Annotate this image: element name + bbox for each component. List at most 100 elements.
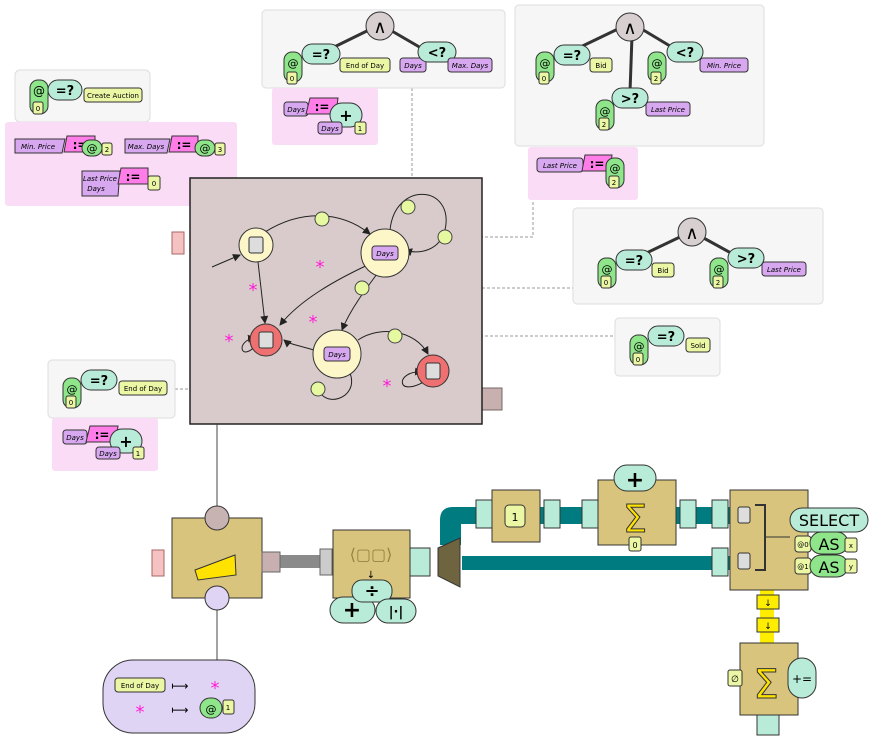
svg-text:SELECT: SELECT — [799, 511, 859, 530]
svg-text:Σ: Σ — [623, 497, 647, 541]
guard-bid-min-panel: ∧ @ 0 =? Bid @ 2 <? Min. Price @ 2 >? La… — [514, 4, 765, 147]
svg-text:↓: ↓ — [764, 622, 772, 632]
svg-text:⟼: ⟼ — [171, 703, 188, 717]
svg-text:+: + — [343, 598, 361, 623]
svg-text:0: 0 — [36, 105, 40, 113]
svg-text:*: * — [136, 702, 145, 723]
svg-text:+: + — [626, 468, 644, 493]
svg-text:1: 1 — [358, 125, 362, 133]
svg-text:Σ: Σ — [753, 662, 778, 708]
svg-text:=?: =? — [625, 254, 643, 269]
svg-text:0: 0 — [636, 356, 640, 364]
svg-text:|·|: |·| — [389, 605, 403, 620]
guard-end-of-day-left-panel: @ 0 =? End of Day — [47, 359, 176, 419]
svg-text:End of Day: End of Day — [346, 62, 384, 70]
svg-text:∧: ∧ — [623, 18, 636, 39]
svg-text:@: @ — [200, 142, 211, 155]
svg-text:*: * — [249, 280, 258, 301]
svg-text:Bid: Bid — [595, 62, 606, 70]
svg-text:2: 2 — [602, 121, 606, 129]
svg-text:∅: ∅ — [731, 675, 739, 685]
svg-text:2: 2 — [612, 179, 616, 187]
svg-text:Days: Days — [99, 450, 117, 458]
mapping-panel: End of Day ⟼ * * ⟼ @ 1 — [102, 659, 256, 734]
svg-text:2: 2 — [105, 146, 109, 154]
svg-text:=?: =? — [90, 374, 108, 389]
svg-text:Days: Days — [321, 125, 339, 133]
svg-text:=?: =? — [657, 330, 675, 345]
svg-text:Max. Days: Max. Days — [128, 143, 165, 151]
init-assignment-panel: Min. Price := @ 2 Max. Days := @ 3 Last … — [5, 122, 237, 206]
svg-text:y: y — [849, 563, 853, 571]
svg-text:@: @ — [540, 57, 551, 70]
svg-text:0: 0 — [290, 75, 294, 83]
update-days-left-panel: Days := + Days 1 — [52, 418, 158, 471]
svg-text::=: := — [177, 138, 192, 152]
update-days-panel: Days := + Days 1 — [272, 88, 378, 145]
svg-text:0: 0 — [604, 279, 608, 287]
svg-text:@: @ — [288, 57, 299, 70]
svg-text:AS: AS — [818, 558, 839, 577]
guard-sold-panel: @ 0 =? Sold — [614, 317, 721, 377]
create-auction-label: Create Auction — [87, 92, 139, 100]
svg-text:Sold: Sold — [690, 342, 705, 350]
svg-text:<?: <? — [428, 46, 446, 61]
svg-text:@: @ — [714, 263, 725, 276]
svg-text:x: x — [849, 542, 853, 550]
svg-text:Min. Price: Min. Price — [21, 143, 55, 151]
svg-text::=: := — [126, 170, 141, 184]
svg-text:>?: >? — [737, 252, 755, 267]
svg-text:*: * — [211, 678, 220, 699]
at-icon: @ — [33, 84, 45, 98]
pipeline: ⟨▢▢⟩ ↓ + ÷ |·| 1 + Σ 0 SELECT — [151, 464, 869, 736]
svg-text:⟼: ⟼ — [171, 679, 188, 693]
svg-text:*: * — [225, 331, 234, 352]
svg-text:∧: ∧ — [685, 223, 698, 244]
svg-text:↓: ↓ — [764, 599, 772, 609]
svg-text:Last Price: Last Price — [83, 175, 117, 183]
svg-text:0: 0 — [69, 399, 73, 407]
svg-text:÷: ÷ — [364, 581, 379, 602]
svg-text:1: 1 — [226, 704, 230, 712]
equals-test-icon: =? — [56, 84, 74, 99]
svg-text:Days: Days — [376, 250, 394, 258]
svg-text::=: := — [590, 157, 605, 171]
svg-text:AS: AS — [818, 535, 839, 554]
svg-text:0: 0 — [542, 75, 546, 83]
svg-text:Days: Days — [404, 62, 422, 70]
svg-text:End of Day: End of Day — [121, 682, 159, 690]
svg-text:*: * — [383, 376, 392, 397]
svg-text:End of Day: End of Day — [124, 385, 162, 393]
svg-text:@: @ — [652, 57, 663, 70]
guard-end-of-day-panel: ∧ @ 0 =? End of Day Days <? Max. Days — [261, 9, 506, 89]
svg-text:+: + — [119, 432, 132, 451]
svg-text:<?: <? — [676, 46, 694, 61]
svg-text:+: + — [339, 106, 352, 125]
set-last-price-panel: Last Price := @ 2 — [528, 147, 638, 200]
svg-text:Bid: Bid — [657, 267, 668, 275]
svg-text:*: * — [316, 257, 325, 278]
svg-text:Days: Days — [87, 185, 105, 193]
svg-text:=?: =? — [563, 49, 581, 64]
svg-text:@: @ — [634, 340, 645, 353]
svg-text:Max. Days: Max. Days — [452, 62, 489, 70]
svg-text:0: 0 — [632, 541, 637, 550]
svg-text:1: 1 — [512, 511, 519, 524]
svg-text:1: 1 — [136, 450, 140, 458]
svg-text:*: * — [309, 312, 318, 333]
svg-text:@: @ — [87, 142, 98, 155]
svg-text::=: := — [315, 100, 330, 114]
svg-text:@: @ — [206, 703, 217, 716]
svg-text:Last Price: Last Price — [543, 162, 577, 170]
svg-text:0: 0 — [152, 180, 156, 188]
svg-text:=?: =? — [312, 48, 330, 63]
create-auction-panel: @ 0 =? Create Auction — [14, 69, 151, 123]
svg-text:Last Price: Last Price — [767, 266, 801, 274]
svg-text:@1: @1 — [797, 563, 808, 571]
svg-text:Days: Days — [328, 351, 346, 359]
svg-text:>?: >? — [621, 92, 639, 107]
svg-text:+=: += — [792, 672, 812, 686]
state-machine: Days Days * * * * * — [171, 177, 503, 425]
svg-text:↓: ↓ — [367, 570, 375, 581]
